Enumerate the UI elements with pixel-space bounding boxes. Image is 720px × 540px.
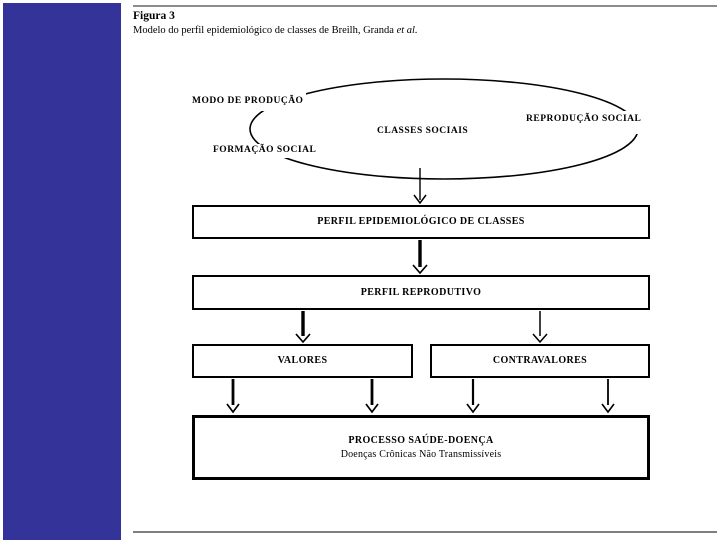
box-perfil-epidemiologico-de-classes: PERFIL EPIDEMIOLÓGICO DE CLASSES [192,205,650,239]
left-accent-bar [3,3,121,540]
figure-caption-text: Modelo do perfil epidemiológico de class… [133,25,397,36]
figure-label: Figura 3 [133,10,175,22]
box-perfil-reprodutivo: PERFIL REPRODUTIVO [192,275,650,310]
arrow-contravalores-right-to-processo [601,379,615,414]
label-classes-sociais: CLASSES SOCIAIS [377,126,469,136]
top-divider-line [133,5,717,7]
label-reproducao-social: REPRODUÇÃO SOCIAL [524,111,644,134]
arrow-valores-left-to-processo [226,379,240,414]
arrow-valores-right-to-processo [365,379,379,414]
bottom-divider-line [133,531,717,533]
box-processo-saude-doenca: PROCESSO SAÚDE-DOENÇA Doenças Crônicas N… [192,415,650,480]
arrow-perfil-epidemiologico-to-perfil-reprodutivo [412,240,428,275]
arrow-perfil-reprodutivo-to-valores [295,311,311,344]
arrow-contravalores-left-to-processo [466,379,480,414]
box-valores: VALORES [192,344,413,378]
processo-subtitle: Doenças Crônicas Não Transmissíveis [340,449,502,460]
label-formacao-social: FORMAÇÃO SOCIAL [211,144,319,158]
figure-caption: Modelo do perfil epidemiológico de class… [133,25,418,36]
processo-title: PROCESSO SAÚDE-DOENÇA [348,434,494,446]
figure-caption-italic: et al. [396,25,418,36]
label-modo-de-producao: MODO DE PRODUÇÃO [192,93,307,111]
arrow-ellipse-to-perfil-epidemiologico [413,168,427,205]
arrow-perfil-reprodutivo-to-contravalores [532,311,548,344]
box-contravalores: CONTRAVALORES [430,344,650,378]
